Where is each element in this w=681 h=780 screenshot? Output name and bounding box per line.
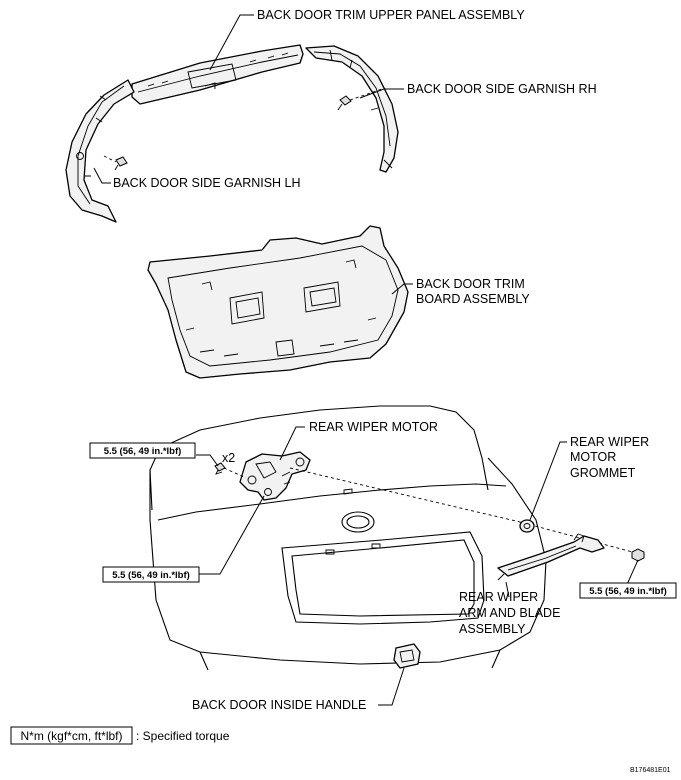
label-grommet-line2: MOTOR	[570, 450, 616, 464]
label-wiper-motor: REAR WIPER MOTOR	[309, 420, 438, 434]
label-arm-line1: REAR WIPER	[459, 590, 538, 604]
wiper-arm-part	[497, 533, 605, 581]
label-grommet-line3: GROMMET	[570, 466, 636, 480]
label-garnish-rh: BACK DOOR SIDE GARNISH RH	[407, 82, 597, 96]
inside-handle-part	[393, 643, 421, 669]
wiper-arm-nut	[631, 548, 645, 562]
garnish-lh-part	[65, 79, 135, 223]
legend-unit-box	[10, 726, 133, 745]
garnish-clip-rh	[337, 95, 352, 111]
legend-unit-text: N*m (kgf*cm, ft*lbf)	[20, 729, 122, 743]
torque-arm-nut: 5.5 (56, 49 in.*lbf)	[589, 586, 667, 597]
torque-box-motor-bolts	[89, 442, 196, 459]
wiper-grommet-part	[519, 519, 535, 533]
torque-motor-lower: 5.5 (56, 49 in.*lbf)	[112, 570, 190, 581]
upper-panel-part	[131, 44, 304, 105]
torque-box-arm-nut	[579, 582, 677, 599]
label-grommet-line1: REAR WIPER	[570, 435, 649, 449]
trim-board-part	[147, 225, 409, 379]
label-trim-board-line2: BOARD ASSEMBLY	[416, 292, 530, 306]
label-arm-line2: ARM AND BLADE	[459, 606, 560, 620]
rear-wiper-motor-part	[239, 451, 311, 501]
garnish-clip-lh	[114, 156, 128, 171]
legend-description: : Specified torque	[136, 729, 230, 743]
label-quantity-x2: x2	[222, 451, 235, 465]
figure-code: B176481E01	[630, 767, 671, 774]
torque-motor-bolts: 5.5 (56, 49 in.*lbf)	[104, 446, 182, 457]
torque-box-motor-lower	[102, 566, 200, 583]
label-upper-panel: BACK DOOR TRIM UPPER PANEL ASSEMBLY	[257, 8, 525, 22]
label-inside-handle: BACK DOOR INSIDE HANDLE	[192, 698, 366, 712]
label-garnish-lh: BACK DOOR SIDE GARNISH LH	[113, 176, 301, 190]
garnish-rh-part	[305, 45, 399, 173]
label-arm-line3: ASSEMBLY	[459, 622, 526, 636]
back-door-body	[149, 405, 547, 671]
label-trim-board-line1: BACK DOOR TRIM	[416, 277, 525, 291]
